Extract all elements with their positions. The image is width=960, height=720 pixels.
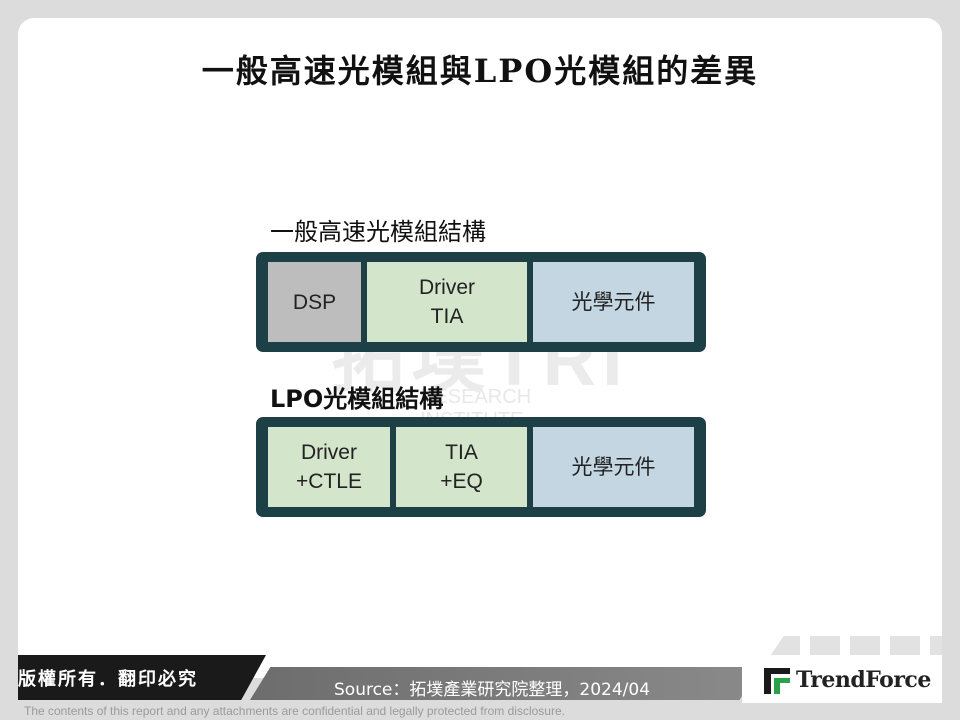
slide-title: 一般高速光模組與LPO光模組的差異 bbox=[201, 52, 759, 90]
block-optical-components: 光學元件 bbox=[533, 262, 694, 342]
block-driver-tia-label: Driver TIA bbox=[419, 276, 475, 328]
corner-decoration bbox=[770, 636, 942, 656]
brand-name: TrendForce bbox=[796, 667, 931, 693]
block-dsp-label: DSP bbox=[292, 290, 337, 314]
block-tia-eq-label: TIA +EQ bbox=[440, 441, 483, 493]
brand-logo: TrendForce bbox=[742, 655, 942, 703]
trendforce-logo-icon bbox=[764, 668, 790, 694]
disclaimer: The contents of this report and any atta… bbox=[24, 704, 565, 718]
footer-copyright-box bbox=[18, 655, 266, 700]
structure-bar-standard: DSP Driver TIA 光學元件 bbox=[256, 252, 706, 352]
footer: Source：拓墣產業研究院整理，2024/04 版權所有．翻印必究 Trend… bbox=[0, 655, 960, 703]
footer-source-bar bbox=[250, 667, 760, 700]
section-label-lpo: LPO光模組結構 bbox=[270, 385, 444, 413]
structure-bar-lpo: Driver +CTLE TIA +EQ 光學元件 bbox=[256, 417, 706, 517]
copyright-text: 版權所有．翻印必究 bbox=[18, 669, 198, 690]
block-driver-ctle-label: Driver +CTLE bbox=[296, 441, 362, 493]
section-label-standard: 一般高速光模組結構 bbox=[270, 218, 486, 246]
block-optical-components-lpo: 光學元件 bbox=[533, 427, 694, 507]
block-optical-components-label: 光學元件 bbox=[571, 290, 656, 314]
block-driver-ctle: Driver +CTLE bbox=[268, 427, 390, 507]
source-text: Source：拓墣產業研究院整理，2024/04 bbox=[334, 680, 651, 700]
block-tia-eq: TIA +EQ bbox=[396, 427, 527, 507]
block-driver-tia: Driver TIA bbox=[367, 262, 527, 342]
block-dsp: DSP bbox=[268, 262, 361, 342]
block-optical-components-lpo-label: 光學元件 bbox=[571, 455, 656, 479]
